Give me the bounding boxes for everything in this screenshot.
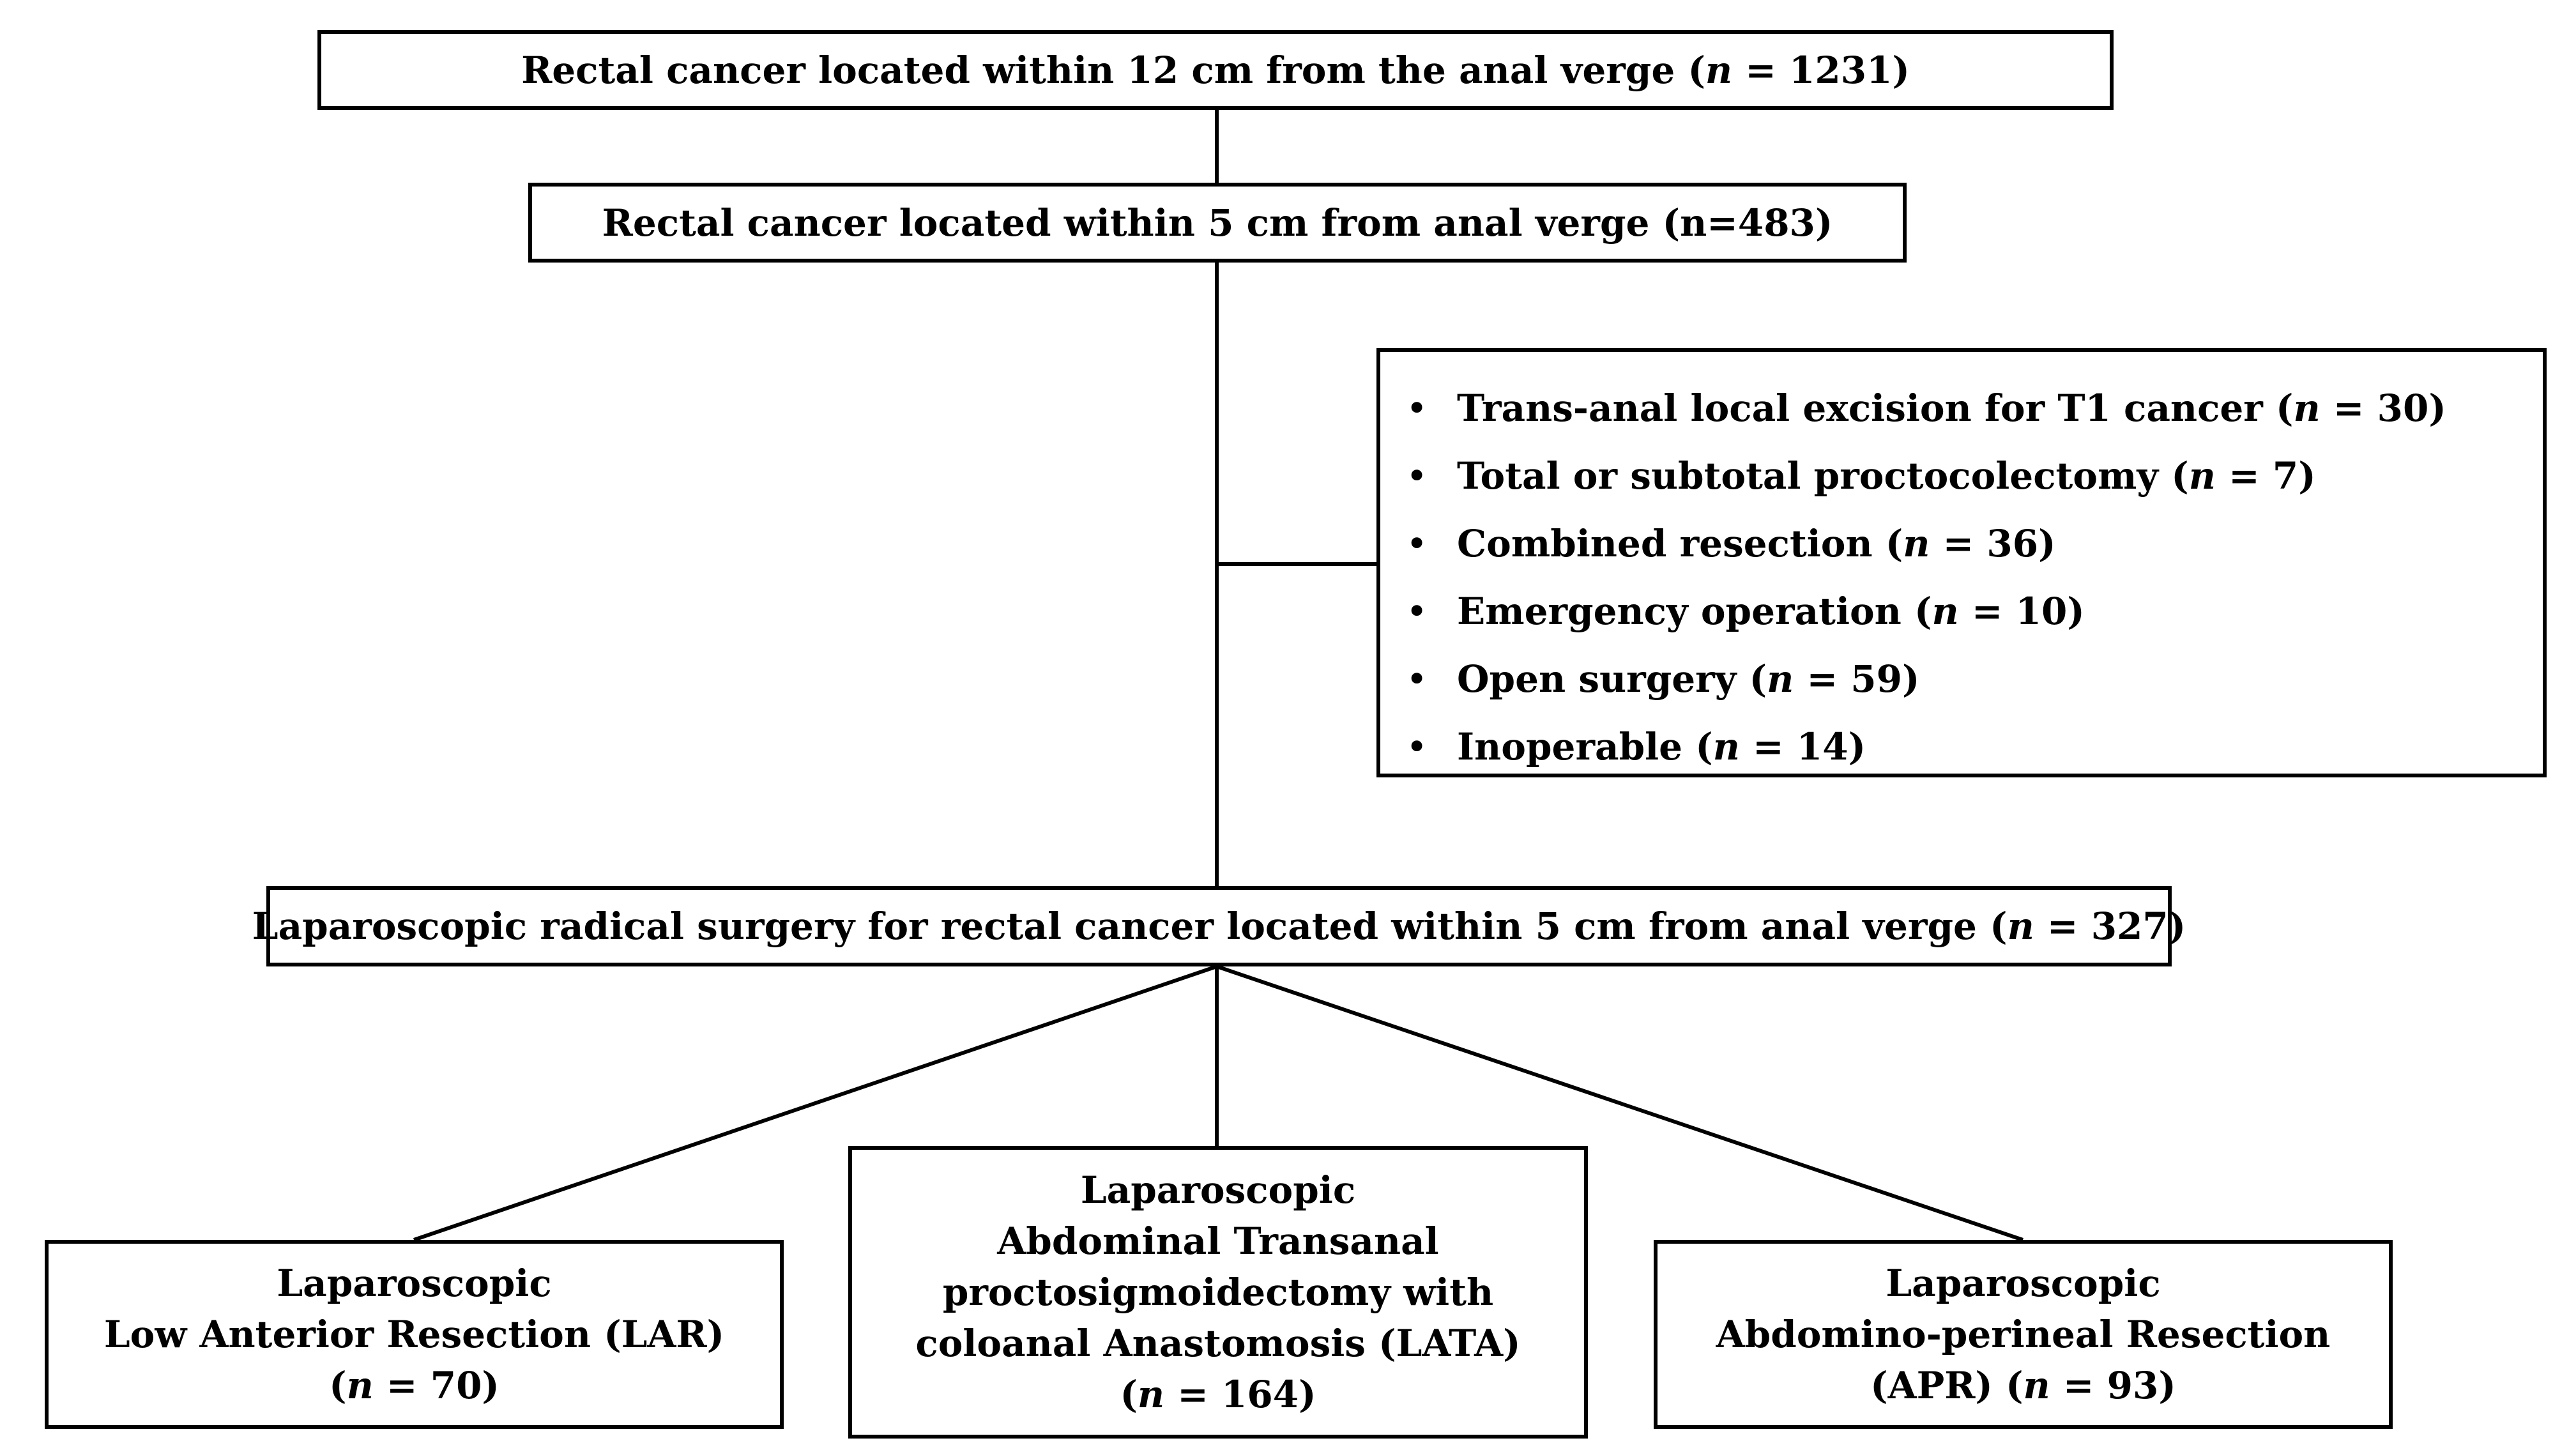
exclusion-count: = 14) <box>1739 725 1866 768</box>
node-within-5cm: Rectal cancer located within 5 cm from a… <box>528 183 1907 263</box>
node-within5-label: Rectal cancer located within 5 cm from a… <box>602 201 1833 245</box>
exclusion-label: Open surgery ( <box>1457 657 1767 701</box>
exclusion-n-symbol: n <box>1932 590 1959 633</box>
total-text-after: = 1231) <box>1732 48 1910 92</box>
exclusion-n-symbol: n <box>1767 657 1794 701</box>
node-total-cohort: Rectal cancer located within 12 cm from … <box>317 30 2114 110</box>
exclusion-item: • Open surgery (n = 59) <box>1406 645 2446 713</box>
exclusion-item: • Combined resection (n = 36) <box>1406 510 2446 577</box>
lar-line1: Laparoscopic <box>277 1262 552 1305</box>
node-exclusions: • Trans-anal local excision for T1 cancer… <box>1376 348 2547 777</box>
exclusion-count: = 7) <box>2215 454 2316 498</box>
exclusion-list: • Trans-anal local excision for T1 cancer… <box>1406 374 2446 781</box>
laparoscopic-n-symbol: n <box>2007 905 2034 948</box>
lar-count-after: = 70) <box>373 1364 499 1407</box>
laparoscopic-text-before: Laparoscopic radical surgery for rectal … <box>252 905 2008 948</box>
exclusion-n-symbol: n <box>2188 454 2216 498</box>
lata-line2: Abdominal Transanal <box>997 1219 1439 1263</box>
exclusion-label: Inoperable ( <box>1457 725 1713 768</box>
exclusion-label: Emergency operation ( <box>1457 590 1932 633</box>
lata-line1: Laparoscopic <box>1080 1168 1356 1212</box>
apr-count-after: = 93) <box>2050 1364 2176 1407</box>
node-lar: Laparoscopic Low Anterior Resection (LAR… <box>45 1240 784 1429</box>
lar-n-symbol: n <box>346 1364 374 1407</box>
node-total-label: Rectal cancer located within 12 cm from … <box>521 45 1910 96</box>
exclusion-n-symbol: n <box>2293 386 2321 430</box>
lata-count: (n = 164) <box>1120 1369 1316 1420</box>
lar-line2: Low Anterior Resection (LAR) <box>103 1313 725 1356</box>
node-laparoscopic-surgery: Laparoscopic radical surgery for rectal … <box>252 886 2186 966</box>
apr-count: (APR) (n = 93) <box>1870 1360 2176 1411</box>
bullet-icon: • <box>1406 725 1428 768</box>
exclusion-label: Combined resection ( <box>1457 522 1903 565</box>
apr-count-before: (APR) ( <box>1870 1364 2023 1407</box>
bullet-icon: • <box>1406 657 1428 701</box>
connector-to-apr <box>1216 965 2023 1242</box>
exclusion-n-symbol: n <box>1712 725 1740 768</box>
lata-count-after: = 164) <box>1164 1373 1316 1416</box>
lata-n-symbol: n <box>1137 1373 1165 1416</box>
laparoscopic-text-after: = 327) <box>2034 905 2186 948</box>
exclusion-item: • Inoperable (n = 14) <box>1406 713 2446 781</box>
node-lata: Laparoscopic Abdominal Transanal proctos… <box>848 1146 1588 1439</box>
exclusion-count: = 59) <box>1794 657 1920 701</box>
bullet-icon: • <box>1406 590 1428 633</box>
apr-line1: Laparoscopic <box>1886 1262 2161 1305</box>
exclusion-count: = 36) <box>1930 522 2056 565</box>
exclusion-count: = 30) <box>2320 386 2446 430</box>
bullet-icon: • <box>1406 454 1428 498</box>
exclusion-count: = 10) <box>1958 590 2085 633</box>
connector-to-lar <box>413 965 1217 1242</box>
bullet-icon: • <box>1406 522 1428 565</box>
exclusion-label: Total or subtotal proctocolectomy ( <box>1457 454 2189 498</box>
exclusion-item: • Emergency operation (n = 10) <box>1406 577 2446 645</box>
total-text-before: Rectal cancer located within 12 cm from … <box>521 48 1705 92</box>
lata-line3: proctosigmoidectomy with <box>942 1271 1494 1314</box>
lata-line4: coloanal Anastomosis (LATA) <box>915 1322 1521 1365</box>
lar-count: (n = 70) <box>329 1360 499 1411</box>
bullet-icon: • <box>1406 386 1428 430</box>
lar-count-before: ( <box>329 1364 347 1407</box>
exclusion-item: • Trans-anal local excision for T1 cancer… <box>1406 374 2446 442</box>
lata-count-before: ( <box>1120 1373 1138 1416</box>
total-n-symbol: n <box>1705 48 1733 92</box>
exclusion-label: Trans-anal local excision for T1 cancer … <box>1457 386 2294 430</box>
apr-n-symbol: n <box>2023 1364 2050 1407</box>
node-laparoscopic-label: Laparoscopic radical surgery for rectal … <box>252 901 2186 952</box>
apr-line2: Abdomino-perineal Resection <box>1716 1313 2331 1356</box>
node-apr: Laparoscopic Abdomino-perineal Resection… <box>1654 1240 2393 1429</box>
exclusion-item: • Total or subtotal proctocolectomy (n = … <box>1406 442 2446 510</box>
exclusion-n-symbol: n <box>1903 522 1930 565</box>
